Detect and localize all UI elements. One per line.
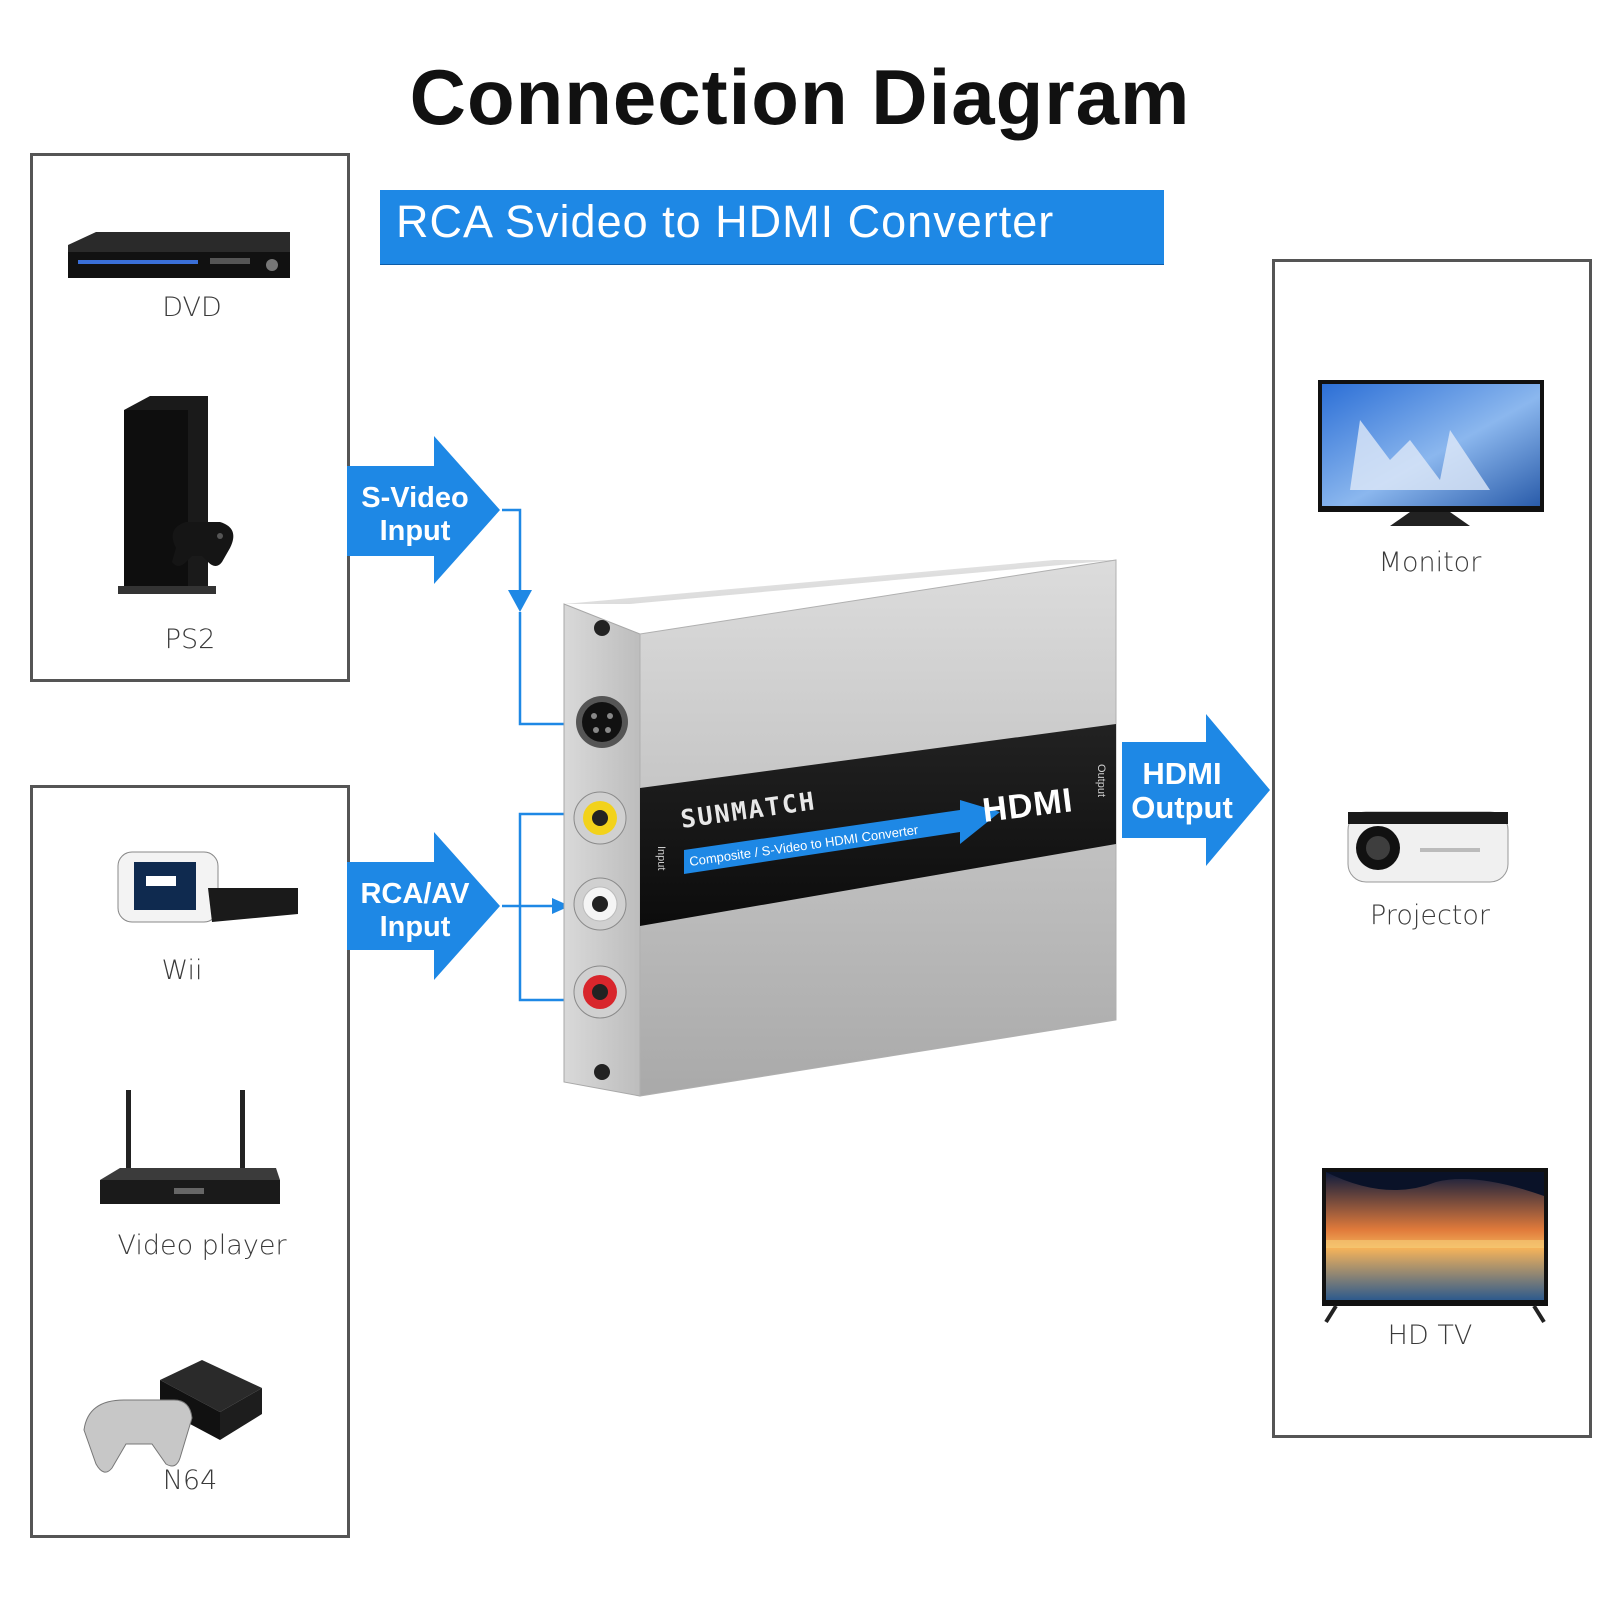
device-label-n64: N64 xyxy=(162,1465,218,1496)
hd-tv-icon xyxy=(1322,1168,1548,1324)
rca-connection-lines xyxy=(502,812,572,1002)
device-label-projector: Projector xyxy=(1370,900,1490,931)
monitor-icon xyxy=(1318,380,1544,526)
page-title: Connection Diagram xyxy=(409,53,1191,141)
projector-icon xyxy=(1347,811,1509,883)
hdmi-arrow-line2: Output xyxy=(1131,790,1233,825)
device-label-ps2: PS2 xyxy=(164,624,216,655)
hdmi-output-arrow xyxy=(1122,714,1270,866)
hdmi-arrow-line1: HDMI xyxy=(1142,756,1221,791)
svideo-line-arrowhead xyxy=(508,590,532,612)
converter-input-label: Input xyxy=(655,846,667,870)
converter-output-label: Output xyxy=(1095,764,1107,797)
rca-input-arrow xyxy=(347,832,500,980)
n64-console-icon xyxy=(83,1360,262,1473)
dvd-player-icon xyxy=(68,232,290,278)
rca-arrow-line1: RCA/AV xyxy=(360,878,470,910)
device-label-dvd: DVD xyxy=(162,292,222,323)
device-label-video-player: Video player xyxy=(117,1230,287,1261)
rca-line-arrowhead xyxy=(552,898,570,914)
ps2-console-icon xyxy=(118,396,234,594)
svideo-connection-line xyxy=(502,508,572,726)
subtitle-banner xyxy=(380,190,1164,264)
device-label-monitor: Monitor xyxy=(1378,547,1482,578)
svideo-input-arrow xyxy=(347,436,500,584)
svideo-arrow-line1: S-Video xyxy=(361,482,468,514)
wii-console-icon xyxy=(117,851,298,923)
converter-device xyxy=(563,559,1117,1097)
svideo-arrow-line2: Input xyxy=(380,515,451,547)
device-label-wii: Wii xyxy=(161,955,203,986)
video-player-icon xyxy=(100,1090,280,1204)
device-label-hd-tv: HD TV xyxy=(1387,1320,1473,1351)
rca-arrow-line2: Input xyxy=(380,911,451,943)
subtitle-text: RCA Svideo to HDMI Converter xyxy=(396,196,1055,247)
